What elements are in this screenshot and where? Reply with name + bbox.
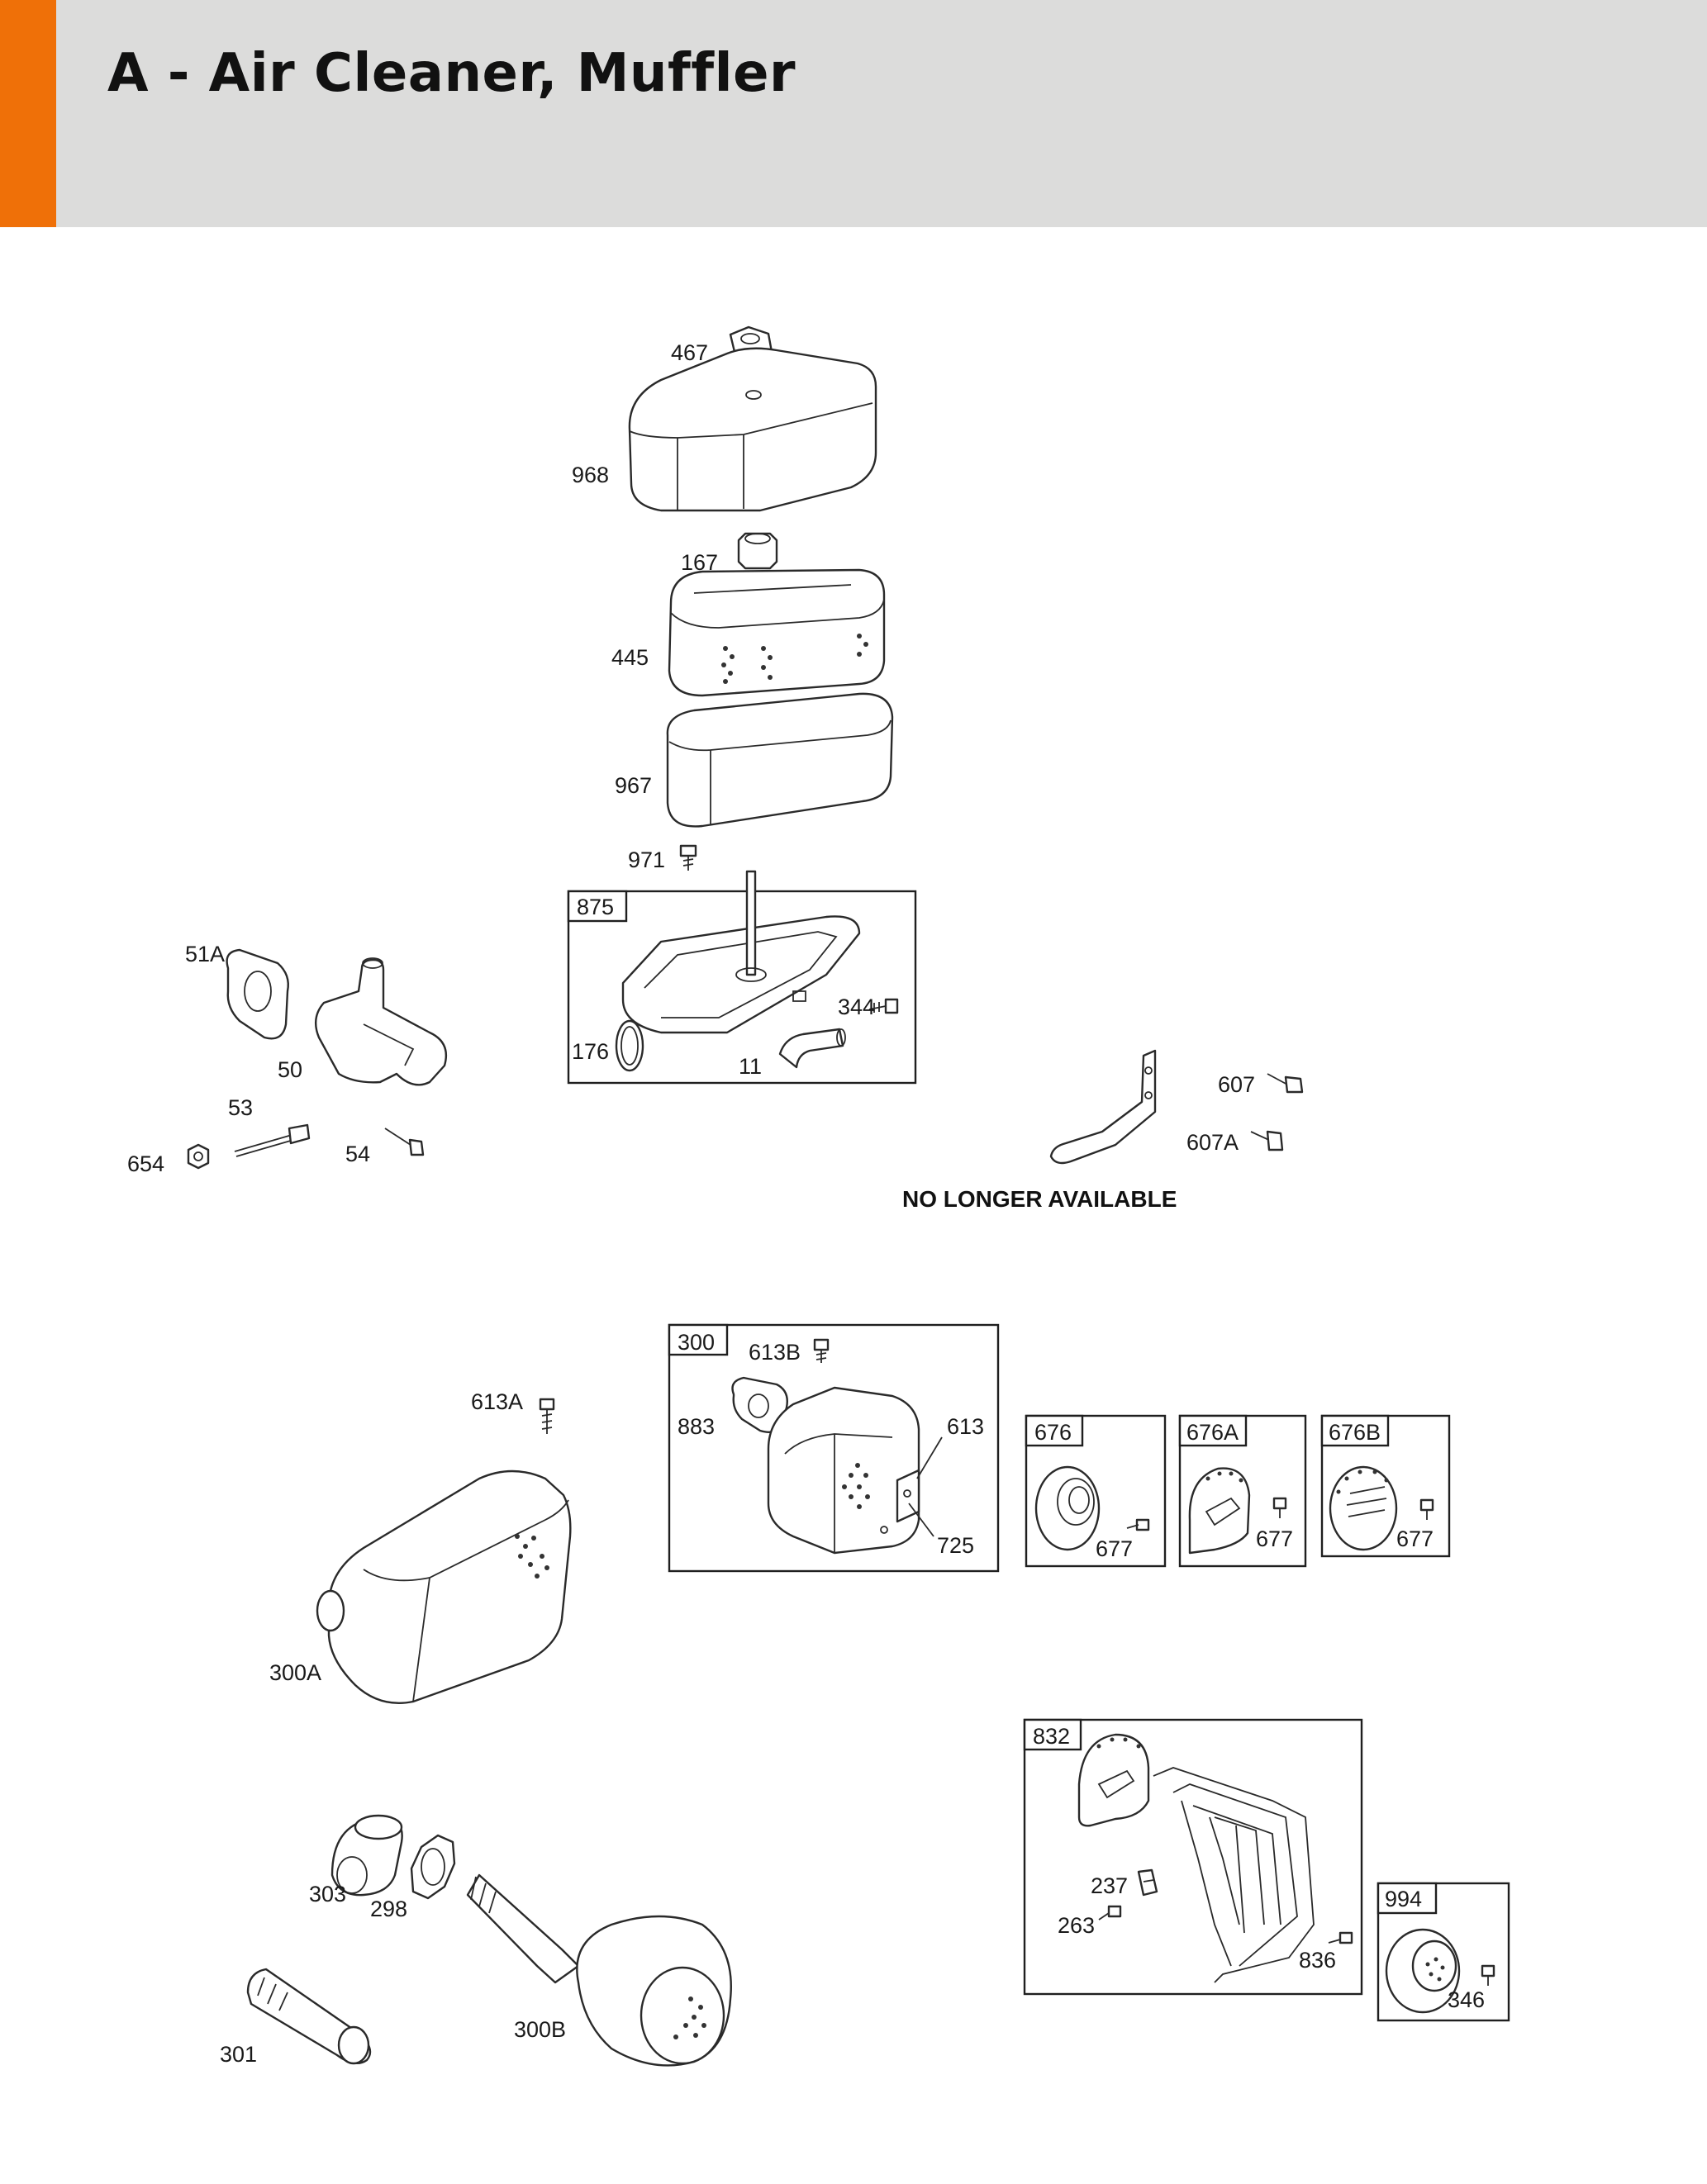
label-677-c: 677 [1396, 1526, 1434, 1551]
label-50: 50 [278, 1057, 302, 1082]
label-677-b: 677 [1256, 1526, 1293, 1551]
label-303: 303 [309, 1882, 346, 1906]
group-tag-300 [668, 1323, 729, 1356]
part-bracket[interactable] [1049, 1049, 1157, 1165]
group-tag-676 [1025, 1414, 1084, 1447]
group-tag-875 [567, 890, 628, 923]
part-elbow-50[interactable] [314, 957, 448, 1086]
label-607: 607 [1218, 1072, 1255, 1097]
label-677-a: 677 [1096, 1536, 1133, 1561]
label-875: 875 [577, 895, 614, 919]
accent-bar [0, 0, 56, 227]
group-tag-994 [1377, 1882, 1438, 1915]
label-994: 994 [1385, 1887, 1422, 1911]
label-467: 467 [671, 340, 708, 365]
label-613a: 613A [471, 1389, 523, 1414]
part-nut-298[interactable] [410, 1834, 456, 1900]
note-no-longer-available: NO LONGER AVAILABLE [902, 1186, 1177, 1212]
label-968: 968 [572, 463, 609, 487]
label-263: 263 [1058, 1913, 1095, 1938]
label-237: 237 [1091, 1873, 1128, 1898]
label-53: 53 [228, 1095, 253, 1120]
label-676: 676 [1034, 1420, 1072, 1445]
label-967: 967 [615, 773, 652, 798]
group-tag-676b [1320, 1414, 1390, 1447]
label-301: 301 [220, 2042, 257, 2067]
label-298: 298 [370, 1897, 407, 1921]
part-bolt-344[interactable] [868, 998, 899, 1014]
part-gasket-51a[interactable] [226, 948, 289, 1040]
label-971: 971 [628, 847, 665, 872]
part-screen-832[interactable] [1153, 1767, 1315, 1983]
part-screw-613b[interactable] [813, 1338, 830, 1363]
label-300: 300 [678, 1330, 715, 1355]
part-filter-445[interactable] [668, 568, 886, 697]
label-725: 725 [937, 1533, 974, 1558]
part-elbow-303[interactable] [330, 1814, 403, 1897]
part-base-875[interactable] [621, 870, 861, 1034]
group-box-676 [1025, 1414, 1167, 1568]
part-precleaner-967[interactable] [666, 692, 894, 828]
group-box-875 [567, 890, 917, 1085]
group-box-300 [668, 1323, 1000, 1573]
label-676a: 676A [1186, 1420, 1239, 1445]
group-tag-832 [1023, 1718, 1082, 1751]
label-607a: 607A [1186, 1130, 1239, 1155]
leader-613 [916, 1436, 943, 1479]
part-tube-11[interactable] [778, 1028, 846, 1069]
part-pipe-301[interactable] [246, 1968, 372, 2065]
label-613: 613 [947, 1414, 984, 1439]
page-title: A - Air Cleaner, Muffler [107, 43, 796, 104]
part-screw-346[interactable] [1481, 1964, 1495, 1986]
label-676b: 676B [1329, 1420, 1381, 1445]
label-54: 54 [345, 1142, 370, 1166]
part-screw-677-a[interactable] [1126, 1518, 1150, 1531]
part-deflector-994[interactable] [1385, 1928, 1461, 2014]
group-box-832 [1023, 1718, 1363, 1996]
part-deflector-676b[interactable] [1329, 1465, 1398, 1551]
part-screw-607[interactable] [1267, 1073, 1304, 1094]
leader-725 [908, 1503, 934, 1537]
header-band: A - Air Cleaner, Muffler [0, 0, 1707, 227]
part-stud-53[interactable] [234, 1123, 311, 1157]
label-346: 346 [1448, 1987, 1485, 2012]
label-300b: 300B [514, 2017, 566, 2042]
label-445: 445 [611, 645, 649, 670]
label-613b: 613B [749, 1340, 801, 1365]
part-deflector-832[interactable] [1077, 1733, 1150, 1827]
part-screw-613a[interactable] [539, 1398, 555, 1434]
group-tag-676a [1178, 1414, 1248, 1447]
label-883: 883 [678, 1414, 715, 1439]
part-seal-167[interactable] [737, 532, 778, 570]
part-oring-176[interactable] [615, 1019, 644, 1072]
part-screw-836[interactable] [1328, 1931, 1353, 1944]
label-654: 654 [127, 1151, 164, 1176]
label-11: 11 [739, 1054, 762, 1079]
part-muffler-300b[interactable] [466, 1873, 732, 2067]
part-deflector-676a[interactable] [1188, 1467, 1251, 1555]
part-screw-677-c[interactable] [1419, 1498, 1434, 1520]
part-clip-237[interactable] [1137, 1868, 1158, 1897]
part-cover-968[interactable] [628, 347, 877, 512]
part-muffler-300a[interactable] [316, 1469, 572, 1704]
part-screw-607a[interactable] [1250, 1130, 1284, 1151]
part-muffler-300[interactable] [767, 1386, 920, 1555]
part-screw-677-b[interactable] [1272, 1497, 1287, 1518]
part-deflector-676[interactable] [1034, 1465, 1101, 1551]
label-51a: 51A [185, 942, 225, 966]
label-300a: 300A [269, 1660, 321, 1685]
label-832: 832 [1033, 1724, 1070, 1749]
label-344: 344 [838, 995, 875, 1019]
label-176: 176 [572, 1039, 609, 1064]
part-screw-263[interactable] [1098, 1905, 1122, 1920]
part-screw-54[interactable] [384, 1128, 425, 1156]
part-nut-654[interactable] [187, 1143, 210, 1170]
part-screw-971[interactable] [679, 844, 697, 871]
label-836: 836 [1299, 1948, 1336, 1973]
group-box-994 [1377, 1882, 1510, 2022]
